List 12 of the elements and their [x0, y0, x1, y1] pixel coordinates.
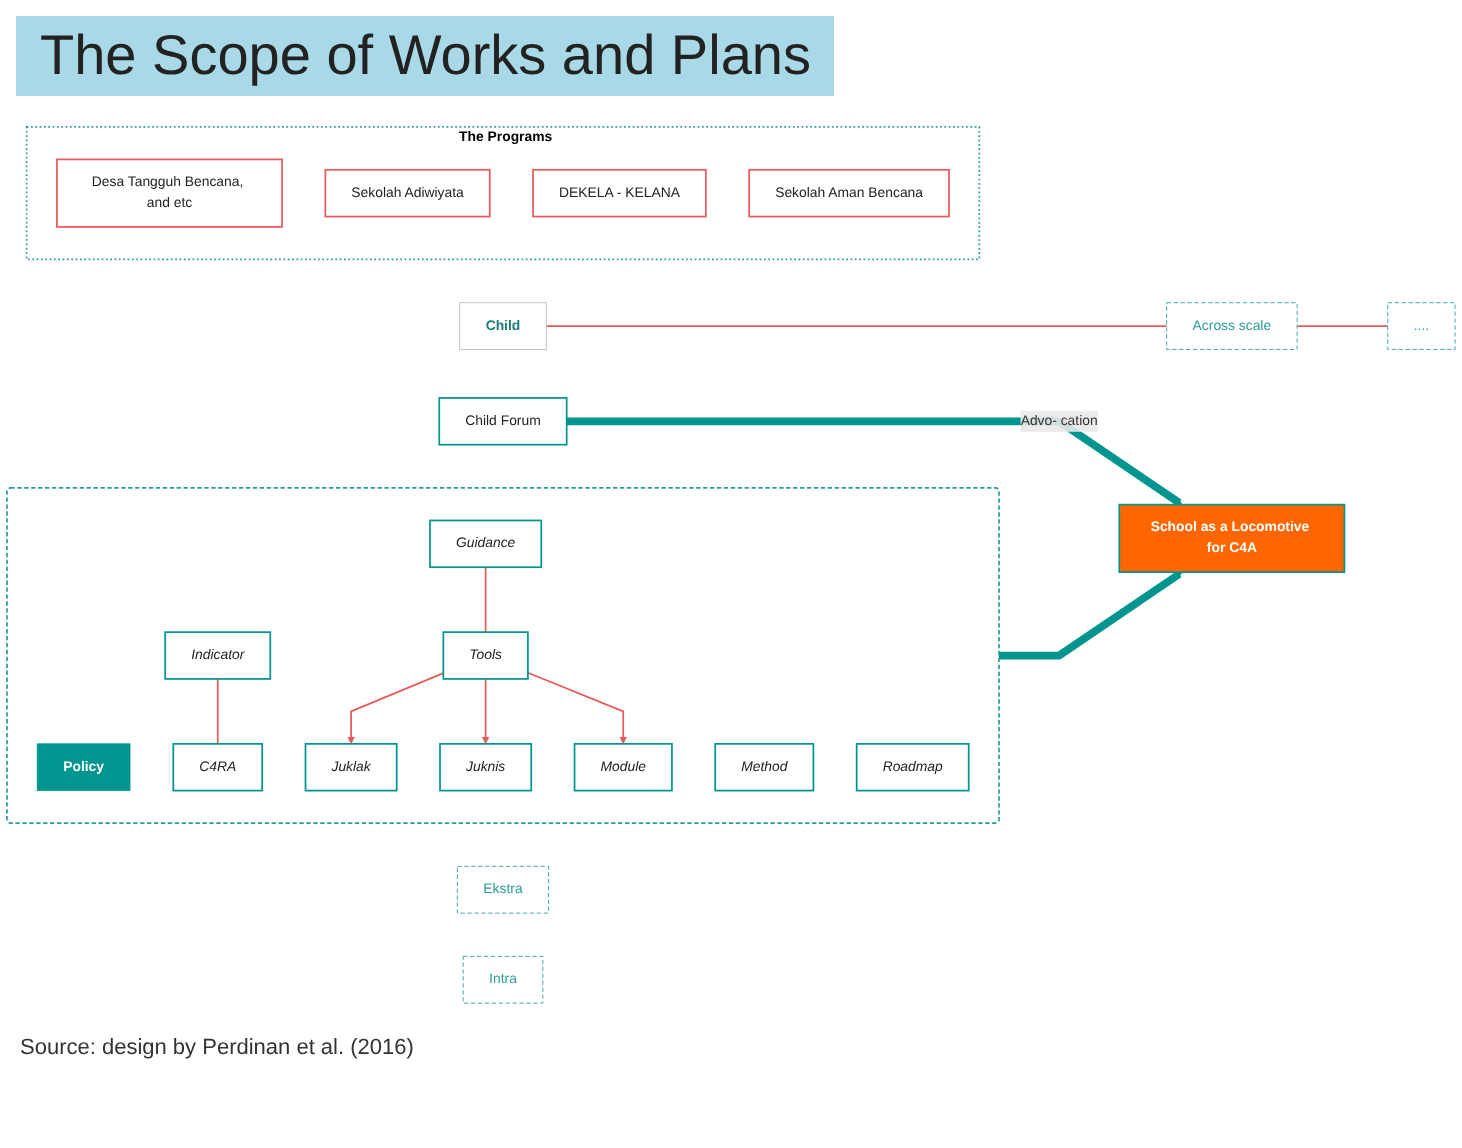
arrow	[481, 678, 490, 746]
caption: Source: design by Perdinan et al. (2016)	[20, 1036, 416, 1060]
arrow	[527, 672, 628, 746]
connector	[216, 678, 219, 746]
arrow	[566, 418, 1183, 507]
cluster	[6, 488, 1000, 825]
connector	[1296, 326, 1389, 328]
arrow	[999, 571, 1183, 661]
arrow	[347, 673, 445, 746]
title: The Scope of Works and Plans	[16, 16, 835, 96]
connector	[545, 326, 1168, 328]
connector	[484, 567, 487, 634]
